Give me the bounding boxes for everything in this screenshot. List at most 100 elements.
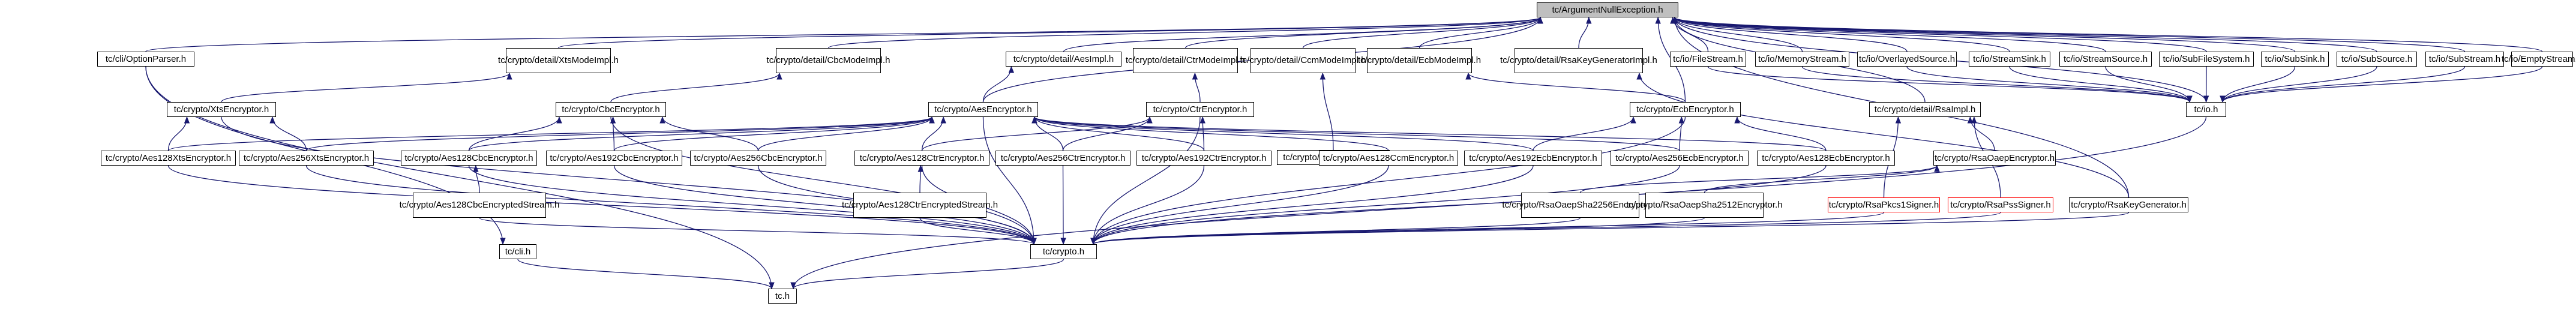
edge-aes192-ecb-encryptor-to-crypto: [1090, 165, 1534, 245]
edge-rsa-pss-signer-to-crypto: [1090, 212, 2001, 245]
node-aes256-ecb-encryptor[interactable]: tc/crypto/Aes256EcbEncryptor.h: [1611, 151, 1749, 166]
edge-memory-stream-to-io: [1801, 66, 2193, 103]
node-aes128-ctr-encryptor[interactable]: tc/crypto/Aes128CtrEncryptor.h: [854, 151, 989, 166]
edge-stream-sink-to-argument-null-exception: [1672, 16, 2010, 52]
edge-rsa-key-generator-impl-to-argument-null-exception: [1578, 16, 1592, 49]
node-cbc-encryptor[interactable]: tc/crypto/CbcEncryptor.h: [556, 102, 666, 117]
edge-crypto-to-tc: [790, 259, 1064, 290]
node-tc[interactable]: tc.h: [768, 289, 797, 304]
edge-ecb-encryptor-to-ecb-mode-impl: [1465, 72, 1686, 103]
node-aes-encryptor[interactable]: tc/crypto/AesEncryptor.h: [928, 102, 1038, 117]
edge-aes128-cbc-encrypted-stream-to-aes128-cbc-encryptor: [473, 164, 480, 193]
edge-aes-encryptor-to-crypto: [982, 116, 1037, 245]
edge-ecb-encryptor-to-crypto: [1090, 116, 1686, 245]
edge-cli-to-tc: [517, 259, 775, 290]
node-aes256-xts-encryptor[interactable]: tc/crypto/Aes256XtsEncryptor.h: [239, 151, 374, 166]
edge-sub-source-to-argument-null-exception: [1672, 16, 2377, 52]
edge-aes256-xts-encryptor-to-aes-encryptor: [305, 116, 935, 151]
edge-aes192-cbc-encryptor-to-cbc-encryptor: [610, 116, 616, 151]
edge-sub-file-system-to-argument-null-exception: [1672, 16, 2207, 52]
edge-aes128-ctr-encrypted-stream-to-crypto: [919, 217, 1037, 245]
edge-sub-source-to-io: [2220, 66, 2377, 103]
node-rsa-oaep-encryptor[interactable]: tc/crypto/RsaOaepEncryptor.h: [1933, 151, 2056, 166]
edge-cbc-encryptor-to-crypto: [610, 116, 1037, 245]
edge-ctr-encryptor-to-ctr-mode-impl: [1192, 72, 1201, 103]
node-aes-impl[interactable]: tc/crypto/detail/AesImpl.h: [1006, 52, 1121, 67]
edge-rsa-pkcs1-signer-to-crypto: [1090, 212, 1885, 245]
node-cli[interactable]: tc/cli.h: [499, 244, 536, 259]
node-ecb-encryptor[interactable]: tc/crypto/EcbEncryptor.h: [1630, 102, 1741, 117]
node-rsa-pss-signer[interactable]: tc/crypto/RsaPssSigner.h: [1948, 197, 2053, 212]
node-aes192-ctr-encryptor[interactable]: tc/crypto/Aes192CtrEncryptor.h: [1136, 151, 1271, 166]
node-overlayed-source[interactable]: tc/io/OverlayedSource.h: [1857, 52, 1957, 67]
edge-aes128-cbc-encryptor-to-aes-encryptor: [468, 116, 935, 151]
edge-stream-source-to-argument-null-exception: [1672, 16, 2106, 52]
edge-stream-source-to-io: [2105, 66, 2193, 103]
node-aes192-ecb-encryptor[interactable]: tc/crypto/Aes192EcbEncryptor.h: [1464, 151, 1602, 166]
edge-aes192-ecb-encryptor-to-aes-encryptor: [1031, 116, 1534, 151]
edge-ccm-mode-impl-to-argument-null-exception: [1302, 16, 1543, 49]
edge-aes256-ctr-encryptor-to-ctr-encryptor: [1062, 116, 1153, 151]
node-aes256-ctr-encryptor[interactable]: tc/crypto/Aes256CtrEncryptor.h: [995, 151, 1130, 166]
node-crypto[interactable]: tc/crypto.h: [1030, 244, 1097, 259]
node-sub-sink[interactable]: tc/io/SubSink.h: [2261, 52, 2329, 67]
edge-aes192-cbc-encryptor-to-aes-encryptor: [613, 116, 935, 151]
edge-ecb-mode-impl-to-argument-null-exception: [1419, 16, 1543, 49]
edge-ctr-mode-impl-to-argument-null-exception: [1184, 16, 1543, 49]
edge-rsa-oaep-sha2512-encryptor-to-rsa-oaep-encryptor: [1704, 164, 1940, 193]
edge-rsa-key-generator-to-crypto: [1091, 212, 2130, 245]
edge-rsa-oaep-encryptor-to-rsa-impl: [1967, 116, 1995, 151]
edge-aes-encryptor-to-aes-impl: [982, 65, 1015, 103]
node-stream-source[interactable]: tc/io/StreamSource.h: [2059, 52, 2152, 67]
node-option-parser[interactable]: tc/cli/OptionParser.h: [97, 52, 194, 67]
edge-empty-stream-to-argument-null-exception: [1672, 16, 2543, 52]
node-xts-encryptor[interactable]: tc/crypto/XtsEncryptor.h: [167, 102, 276, 117]
node-io[interactable]: tc/io.h: [2186, 102, 2226, 117]
node-rsa-pkcs1-signer[interactable]: tc/crypto/RsaPkcs1Signer.h: [1828, 197, 1940, 212]
node-rsa-impl[interactable]: tc/crypto/detail/RsaImpl.h: [1869, 102, 1981, 117]
edge-aes256-ecb-encryptor-to-crypto: [1090, 165, 1680, 245]
node-sub-stream[interactable]: tc/io/SubStream.h: [2425, 52, 2504, 67]
edge-cbc-encryptor-to-cbc-mode-impl: [610, 72, 782, 103]
edge-aes128-xts-encryptor-to-aes-encryptor: [167, 116, 935, 151]
node-aes192-cbc-encryptor[interactable]: tc/crypto/Aes192CbcEncryptor.h: [546, 151, 682, 166]
edge-overlayed-source-to-io: [1906, 66, 2193, 103]
edge-ctr-encryptor-to-crypto: [1090, 116, 1201, 245]
node-file-stream[interactable]: tc/io/FileStream.h: [1670, 52, 1746, 67]
edge-aes128-ccm-encryptor-to-crypto: [1090, 165, 1389, 245]
node-aes128-cbc-encryptor[interactable]: tc/crypto/Aes128CbcEncryptor.h: [401, 151, 537, 166]
edge-aes192-cbc-encryptor-to-crypto: [613, 165, 1037, 245]
edge-aes256-ctr-encryptor-to-crypto: [1060, 165, 1066, 245]
edge-cbc-mode-impl-to-argument-null-exception: [827, 16, 1543, 49]
edge-aes128-ccm-encryptor-to-aes-encryptor: [1031, 116, 1389, 151]
edge-aes128-ecb-encryptor-to-aes-encryptor: [1031, 116, 1827, 151]
node-aes256-cbc-encryptor[interactable]: tc/crypto/Aes256CbcEncryptor.h: [690, 151, 826, 166]
node-aes128-ecb-encryptor[interactable]: tc/crypto/Aes128EcbEncryptor.h: [1757, 151, 1895, 166]
edge-option-parser-to-argument-null-exception: [145, 16, 1543, 52]
edge-xts-encryptor-to-crypto: [221, 116, 1037, 245]
edge-io-to-tc: [790, 116, 2207, 290]
node-sub-file-system[interactable]: tc/io/SubFileSystem.h: [2159, 52, 2254, 67]
edge-file-stream-to-io: [1707, 66, 2193, 103]
node-aes128-ccm-encryptor[interactable]: tc/crypto/Aes128CcmEncryptor.h: [1319, 151, 1458, 166]
node-sub-source[interactable]: tc/io/SubSource.h: [2337, 52, 2417, 67]
node-ctr-encryptor[interactable]: tc/crypto/CtrEncryptor.h: [1146, 102, 1254, 117]
node-memory-stream[interactable]: tc/io/MemoryStream.h: [1755, 52, 1849, 67]
edge-aes256-xts-encryptor-to-xts-encryptor: [269, 116, 307, 151]
edge-sub-stream-to-io: [2220, 66, 2466, 103]
node-empty-stream[interactable]: tc/io/EmptyStream.h: [2502, 52, 2576, 67]
edge-rsa-key-generator-to-rsa-key-generator-impl: [1636, 72, 2130, 198]
node-aes128-xts-encryptor[interactable]: tc/crypto/Aes128XtsEncryptor.h: [101, 151, 236, 166]
node-stream-sink[interactable]: tc/io/StreamSink.h: [1969, 52, 2050, 67]
node-rsa-key-generator[interactable]: tc/crypto/RsaKeyGenerator.h: [2069, 197, 2188, 212]
